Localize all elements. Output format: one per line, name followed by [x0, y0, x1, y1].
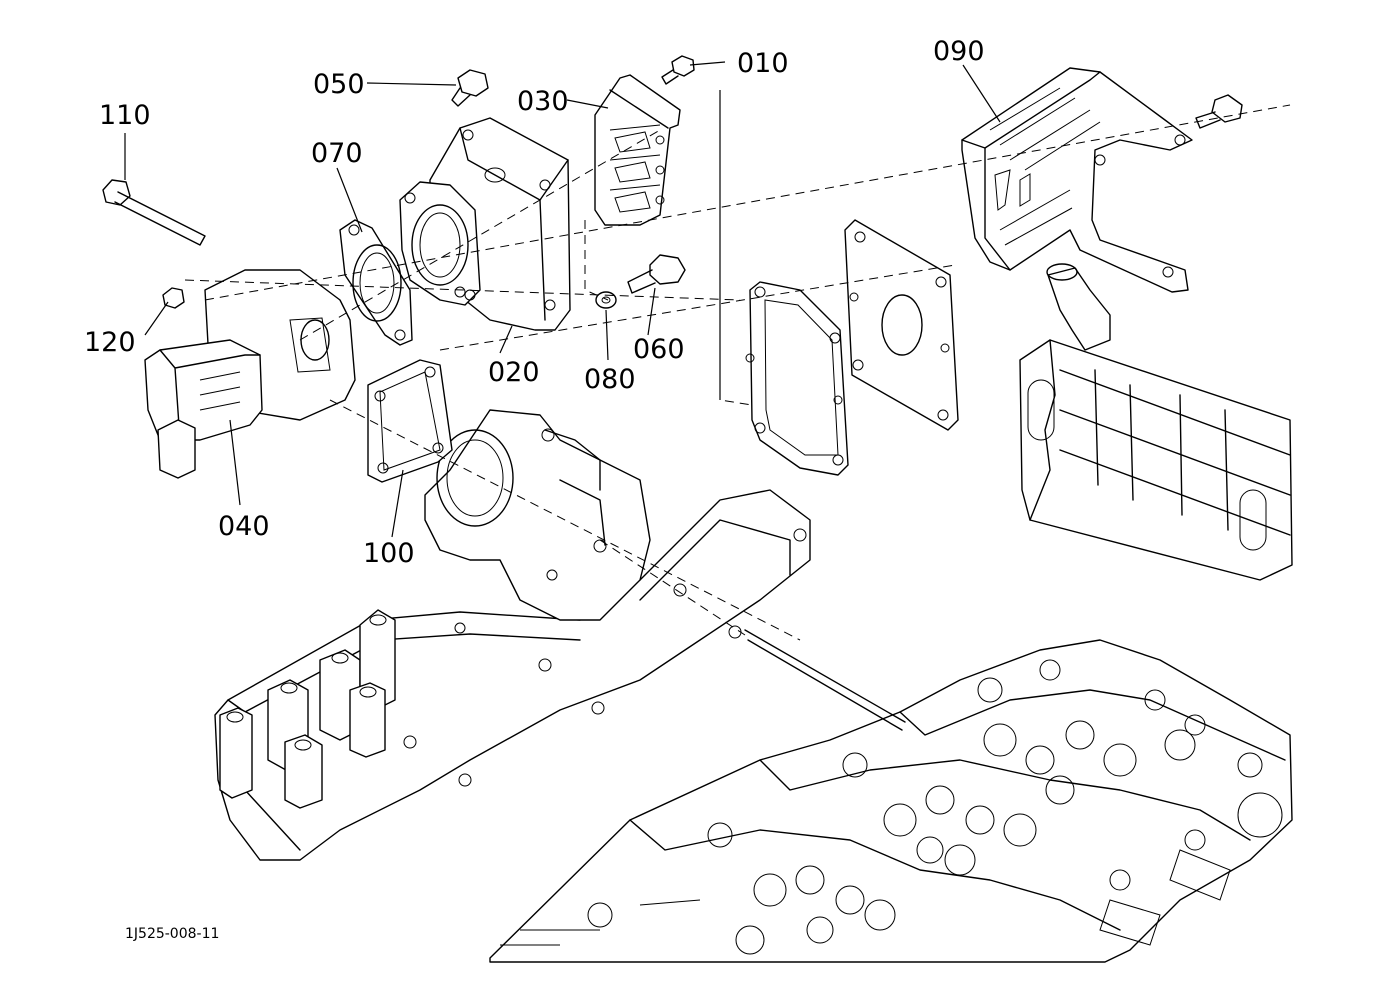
egr-actuator-040 [144, 269, 356, 479]
stud [744, 629, 906, 731]
callout-080: 080 [584, 364, 636, 395]
bolt-010 [661, 55, 695, 85]
egr-valve-body-020 [399, 117, 571, 331]
callout-050: 050 [313, 69, 365, 100]
cooler-plate-gasket [844, 219, 959, 431]
intake-manifold [214, 409, 811, 861]
callout-030: 030 [517, 86, 569, 117]
callout-040: 040 [218, 511, 270, 542]
cylinder-head [489, 639, 1293, 963]
callout-labels: 010 020 030 040 050 060 070 080 090 100 … [84, 36, 985, 569]
bolt-110 [102, 179, 206, 246]
callout-090: 090 [933, 36, 985, 67]
callout-070: 070 [311, 138, 363, 169]
bolt-060 [627, 254, 686, 294]
callout-leaders [124, 61, 1001, 538]
heat-shield-090 [961, 67, 1193, 293]
plate-030 [594, 74, 681, 226]
cooler-gasket [745, 281, 849, 476]
callout-020: 020 [488, 357, 540, 388]
gasket-100 [367, 359, 453, 483]
callout-120: 120 [84, 327, 136, 358]
callout-010: 010 [737, 48, 789, 79]
nut-120 [162, 287, 185, 309]
drawing-id: 1J525-008-11 [125, 926, 219, 942]
gasket-070 [339, 219, 413, 346]
egr-cooler [1019, 263, 1293, 581]
alignment-lines [184, 90, 1291, 641]
callout-060: 060 [633, 334, 685, 365]
callout-110: 110 [99, 100, 151, 131]
shield-bolt [1195, 94, 1243, 129]
bolt-050 [451, 69, 489, 107]
washer-080 [595, 291, 617, 309]
callout-100: 100 [363, 538, 415, 569]
